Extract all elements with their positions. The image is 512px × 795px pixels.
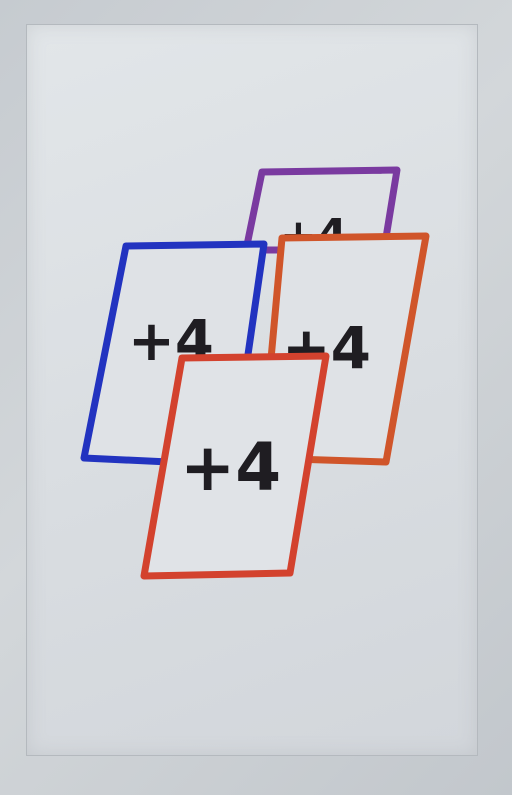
card-value-red: +4 bbox=[180, 429, 281, 506]
mini-card-red: +4 bbox=[140, 352, 330, 580]
